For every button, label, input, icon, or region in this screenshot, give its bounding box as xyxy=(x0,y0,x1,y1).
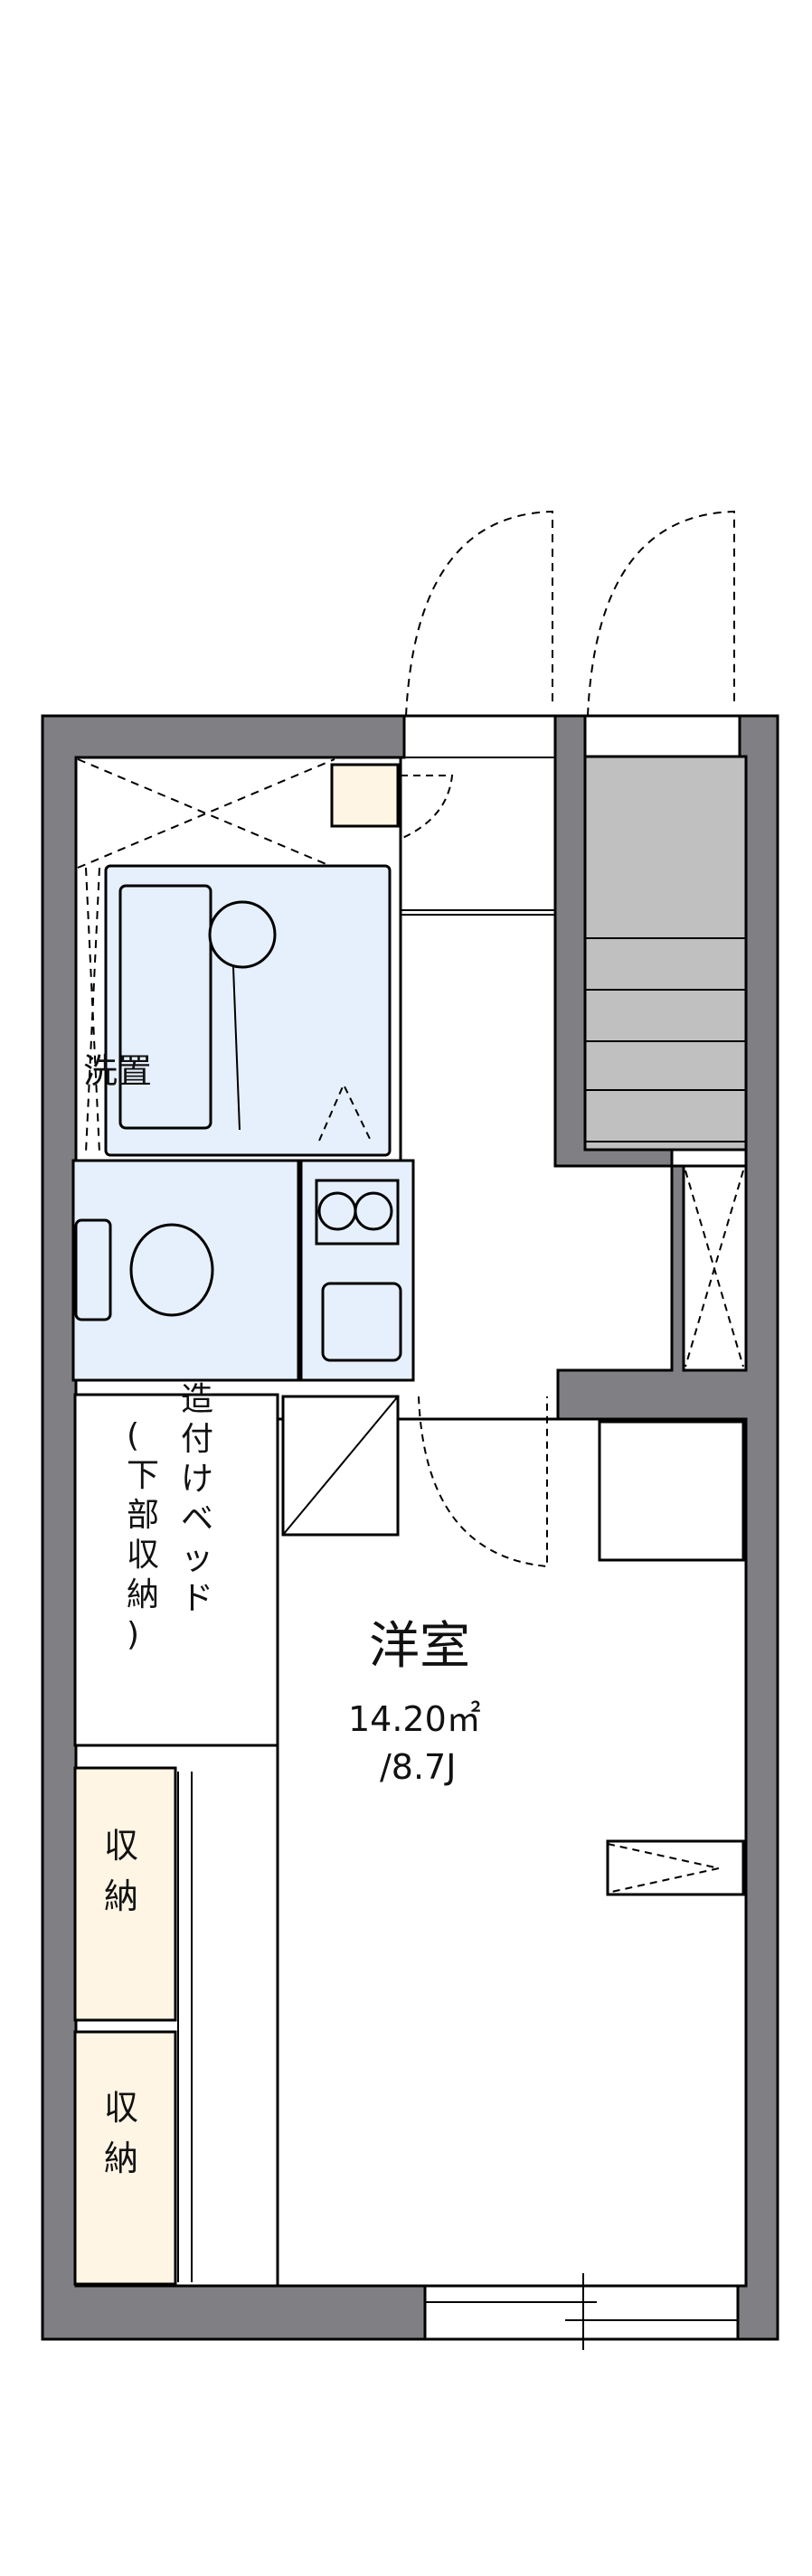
storage-1-label: 収納 xyxy=(104,1826,138,1916)
stair-door xyxy=(587,510,735,717)
outer-wall xyxy=(41,714,427,2341)
room-area: 14.20㎡ xyxy=(348,1699,481,1739)
room-cabinet xyxy=(606,1839,745,1896)
storage-2 xyxy=(73,2030,177,2286)
built-in-bed xyxy=(73,1393,279,1747)
storage-2-label: 収納 xyxy=(104,2088,138,2178)
sink xyxy=(321,1282,402,1362)
bathtub xyxy=(118,884,212,1130)
room-name: 洋室 xyxy=(369,1617,470,1676)
toilet-bowl xyxy=(129,1223,214,1317)
bed-label-col1: 造付けベッド xyxy=(181,1381,213,1617)
room-closet xyxy=(598,1420,745,1562)
toilet-tank xyxy=(74,1218,112,1321)
laundry-label: 洗置 xyxy=(83,1051,152,1091)
staircase xyxy=(583,755,748,1152)
washbasin xyxy=(208,900,277,969)
bed-label-col2: (下部収納) xyxy=(127,1417,159,1653)
shoe-cabinet xyxy=(330,763,400,828)
stove xyxy=(315,1179,400,1246)
storage-1 xyxy=(73,1766,177,2022)
room-tatami: /8.7J xyxy=(380,1747,456,1787)
entrance-door xyxy=(405,510,553,717)
window xyxy=(423,2284,740,2341)
